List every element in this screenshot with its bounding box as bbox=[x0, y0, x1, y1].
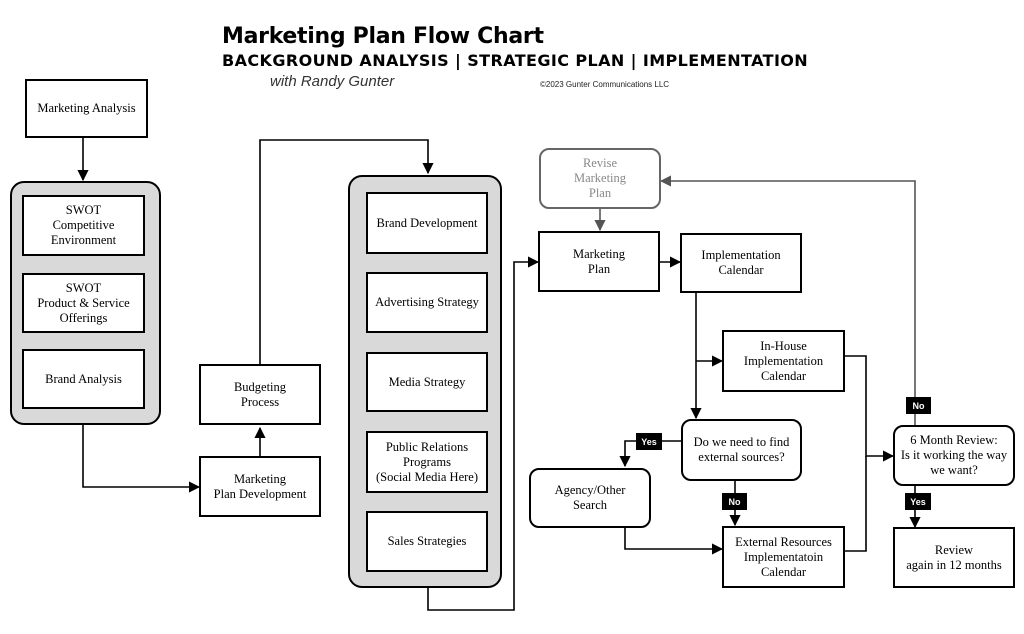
connector-external-to-review bbox=[845, 456, 867, 552]
external-resources-calendar-box: External Resources Implementatoin Calend… bbox=[722, 526, 845, 588]
external-sources-question-box: Do we need to find external sources? bbox=[681, 419, 802, 481]
no-label-review: No bbox=[906, 397, 931, 414]
sales-strategies-box: Sales Strategies bbox=[366, 511, 488, 572]
connector-question-yes bbox=[619, 440, 681, 468]
yes-label-review: Yes bbox=[905, 493, 931, 510]
connector-budgeting-to-strategy bbox=[259, 139, 434, 364]
marketing-analysis-box: Marketing Analysis bbox=[25, 79, 148, 138]
advertising-strategy-box: Advertising Strategy bbox=[366, 272, 488, 333]
agency-search-box: Agency/Other Search bbox=[529, 468, 651, 528]
connector-swot-to-plan-development bbox=[82, 424, 201, 493]
yes-label-external: Yes bbox=[636, 433, 662, 450]
no-label-external: No bbox=[722, 493, 747, 510]
six-month-review-box: 6 Month Review: Is it working the way we… bbox=[893, 425, 1015, 486]
connector-agency-to-external bbox=[624, 528, 724, 555]
chart-subtitle: BACKGROUND ANALYSIS | STRATEGIC PLAN | I… bbox=[222, 51, 809, 70]
marketing-plan-development-box: Marketing Plan Development bbox=[199, 456, 321, 517]
brand-analysis-box: Brand Analysis bbox=[22, 349, 145, 409]
byline: with Randy Gunter bbox=[270, 73, 395, 90]
review-12-months-box: Review again in 12 months bbox=[893, 527, 1015, 588]
public-relations-box: Public Relations Programs (Social Media … bbox=[366, 431, 488, 493]
marketing-plan-box: Marketing Plan bbox=[538, 231, 660, 292]
connector-review-no-to-revise bbox=[659, 175, 916, 425]
budgeting-process-box: Budgeting Process bbox=[199, 364, 321, 425]
brand-development-box: Brand Development bbox=[366, 192, 488, 254]
swot-product-box: SWOT Product & Service Offerings bbox=[22, 273, 145, 333]
connector-strategy-to-marketing-plan bbox=[427, 256, 540, 611]
implementation-calendar-box: Implementation Calendar bbox=[680, 233, 802, 293]
media-strategy-box: Media Strategy bbox=[366, 352, 488, 412]
chart-title: Marketing Plan Flow Chart bbox=[222, 24, 544, 49]
swot-competitive-box: SWOT Competitive Environment bbox=[22, 195, 145, 256]
inhouse-calendar-box: In-House Implementation Calendar bbox=[722, 330, 845, 392]
revise-marketing-plan-box: Revise Marketing Plan bbox=[539, 148, 661, 209]
copyright-notice: ©2023 Gunter Communications LLC bbox=[540, 80, 670, 89]
connector-inhouse-to-review bbox=[845, 355, 895, 462]
